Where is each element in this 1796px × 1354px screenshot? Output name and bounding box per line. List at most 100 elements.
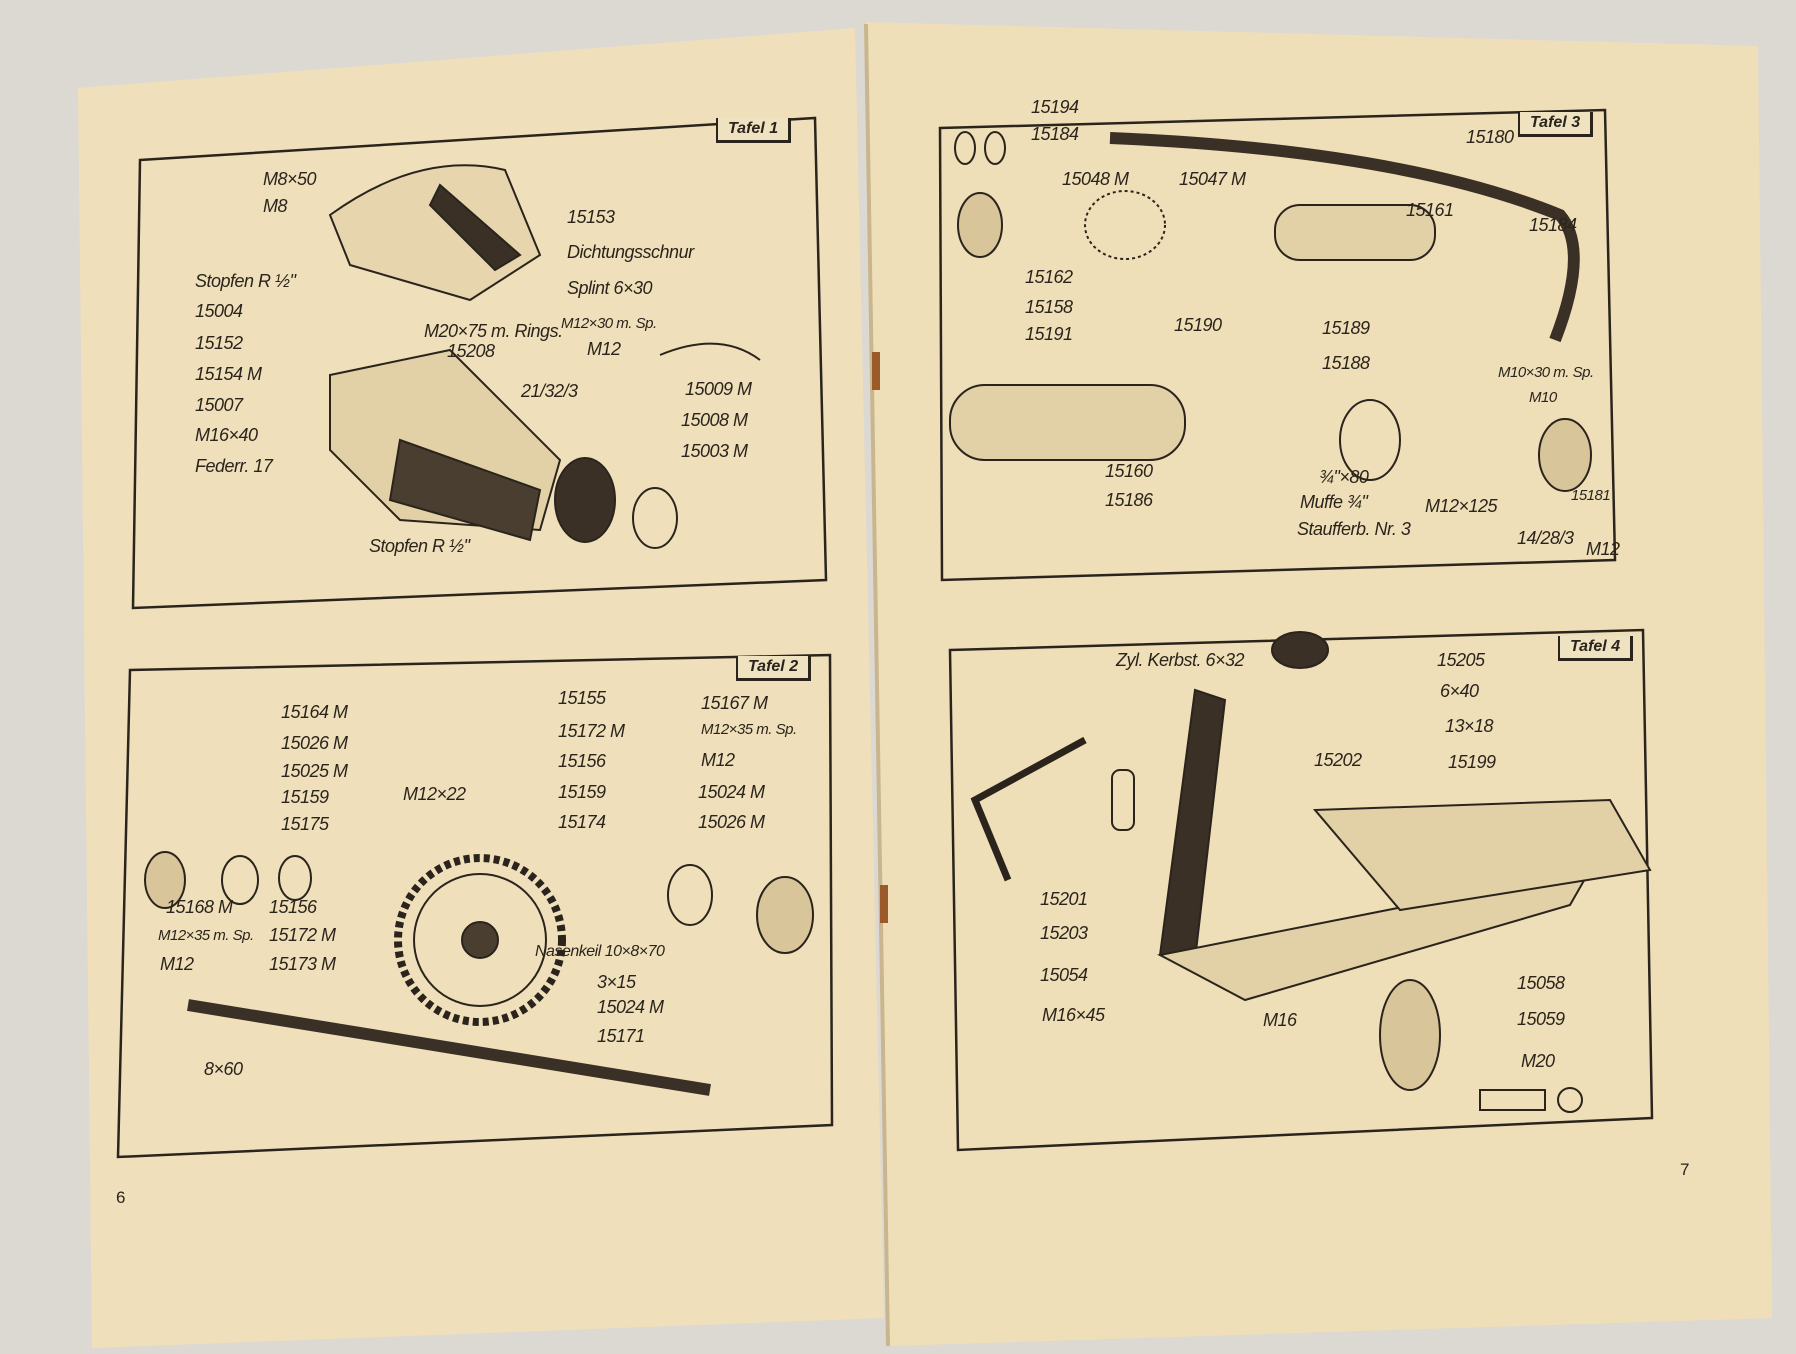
part-label: M20×75 m. Rings. <box>424 321 563 341</box>
part-label: 15156 <box>558 751 606 771</box>
part-label: 15205 <box>1437 650 1485 670</box>
staple-bottom <box>880 885 888 923</box>
part-label: 15004 <box>195 301 243 321</box>
part-label: 15203 <box>1040 923 1088 943</box>
part-label: 15168 M <box>166 897 233 917</box>
part-label: M10×30 m. Sp. <box>1498 364 1594 381</box>
part-label: 15024 M <box>597 997 664 1017</box>
pedal-drawing <box>970 631 1652 1113</box>
part-label: 15175 <box>281 814 329 834</box>
part-label: M16 <box>1263 1010 1297 1030</box>
part-label: 3×15 <box>597 972 636 992</box>
part-label: Zyl. Kerbst. 6×32 <box>1116 650 1245 670</box>
tafel-3-frame <box>938 108 1617 582</box>
gearbox-drawing <box>328 164 761 549</box>
part-label: 15153 <box>567 207 615 227</box>
part-label: 15154 M <box>195 364 262 384</box>
part-label: 8×60 <box>204 1059 243 1079</box>
part-label: M8 <box>263 196 288 216</box>
part-label: M16×40 <box>195 425 258 445</box>
page-number-right: 7 <box>1680 1160 1690 1179</box>
part-label: 15199 <box>1448 752 1496 772</box>
spine-fold <box>864 23 890 1347</box>
right-page <box>866 22 1772 1346</box>
part-label: 15184 <box>1031 124 1079 144</box>
part-label: M12×35 m. Sp. <box>701 721 797 738</box>
part-label: 15202 <box>1314 750 1362 770</box>
part-label: 15181 <box>1571 487 1611 504</box>
part-label: 15026 M <box>698 812 765 832</box>
part-label: Staufferb. Nr. 3 <box>1297 519 1411 539</box>
part-label: 15173 M <box>269 954 336 974</box>
part-label: 15059 <box>1517 1009 1565 1029</box>
part-label: 15184 <box>1529 215 1577 235</box>
part-label: 15054 <box>1040 965 1088 985</box>
part-label: 15172 M <box>269 925 336 945</box>
part-label: 13×18 <box>1445 716 1494 736</box>
part-label: 15152 <box>195 333 243 353</box>
part-label: 15201 <box>1040 889 1088 909</box>
handle-assembly-drawing <box>949 131 1592 492</box>
tafel-2-title: Tafel 2 <box>736 656 812 681</box>
part-label: 15155 <box>558 688 606 708</box>
part-label: 21/32/3 <box>521 381 578 401</box>
part-label: 15180 <box>1466 127 1514 147</box>
part-label: Stopfen R ½" <box>195 271 296 291</box>
part-label: 15047 M <box>1179 169 1246 189</box>
tafel-3-title: Tafel 3 <box>1518 112 1594 137</box>
part-label: 15008 M <box>681 410 748 430</box>
part-label: ¾"×80 <box>1319 467 1369 487</box>
part-label: M10 <box>1529 389 1557 406</box>
part-label: 15167 M <box>701 693 768 713</box>
part-label: 15003 M <box>681 441 748 461</box>
part-label: 15048 M <box>1062 169 1129 189</box>
part-label: Dichtungsschnur <box>567 242 694 262</box>
tafel-4-title: Tafel 4 <box>1558 636 1634 661</box>
gear-shaft-drawing <box>144 851 814 1096</box>
part-label: 15208 <box>447 341 495 361</box>
part-label: 15186 <box>1105 490 1153 510</box>
part-label: M8×50 <box>263 169 317 189</box>
part-label: M20 <box>1521 1051 1555 1071</box>
part-label: 15024 M <box>698 782 765 802</box>
tafel-1-title: Tafel 1 <box>716 118 792 143</box>
part-label: 15164 M <box>281 702 348 722</box>
part-label: Stopfen R ½" <box>369 536 470 556</box>
part-label: 6×40 <box>1440 681 1479 701</box>
part-label: 15160 <box>1105 461 1153 481</box>
part-label: 15159 <box>558 782 606 802</box>
part-label: Federr. 17 <box>195 456 273 476</box>
part-label: 15159 <box>281 787 329 807</box>
part-label: Nasenkeil 10×8×70 <box>535 943 665 960</box>
part-label: 15190 <box>1174 315 1222 335</box>
page-number-left: 6 <box>116 1188 126 1207</box>
part-label: 15174 <box>558 812 606 832</box>
part-label: M12 <box>701 750 735 770</box>
part-label: M12×30 m. Sp. <box>561 315 657 332</box>
part-label: 15161 <box>1406 200 1454 220</box>
part-label: M12 <box>1586 539 1620 559</box>
part-label: M12×35 m. Sp. <box>158 927 254 944</box>
tafel-4-frame <box>948 628 1654 1152</box>
part-label: M12 <box>160 954 194 974</box>
staple-top <box>872 352 880 390</box>
part-label: Splint 6×30 <box>567 278 653 298</box>
part-label: 15162 <box>1025 267 1073 287</box>
part-label: 15191 <box>1025 324 1073 344</box>
part-label: Muffe ¾" <box>1300 492 1368 512</box>
part-label: 15171 <box>597 1026 645 1046</box>
part-label: 14/28/3 <box>1517 528 1574 548</box>
part-label: 15188 <box>1322 353 1370 373</box>
part-label: 15058 <box>1517 973 1565 993</box>
part-label: 15156 <box>269 897 317 917</box>
tafel-1-frame <box>131 116 828 610</box>
part-label: M12×125 <box>1425 496 1498 516</box>
part-label: M12×22 <box>403 784 466 804</box>
part-label: 15194 <box>1031 97 1079 117</box>
part-label: 15026 M <box>281 733 348 753</box>
tafel-2-frame <box>116 653 834 1159</box>
part-label: 15009 M <box>685 379 752 399</box>
part-label: 15189 <box>1322 318 1370 338</box>
part-label: 15158 <box>1025 297 1073 317</box>
